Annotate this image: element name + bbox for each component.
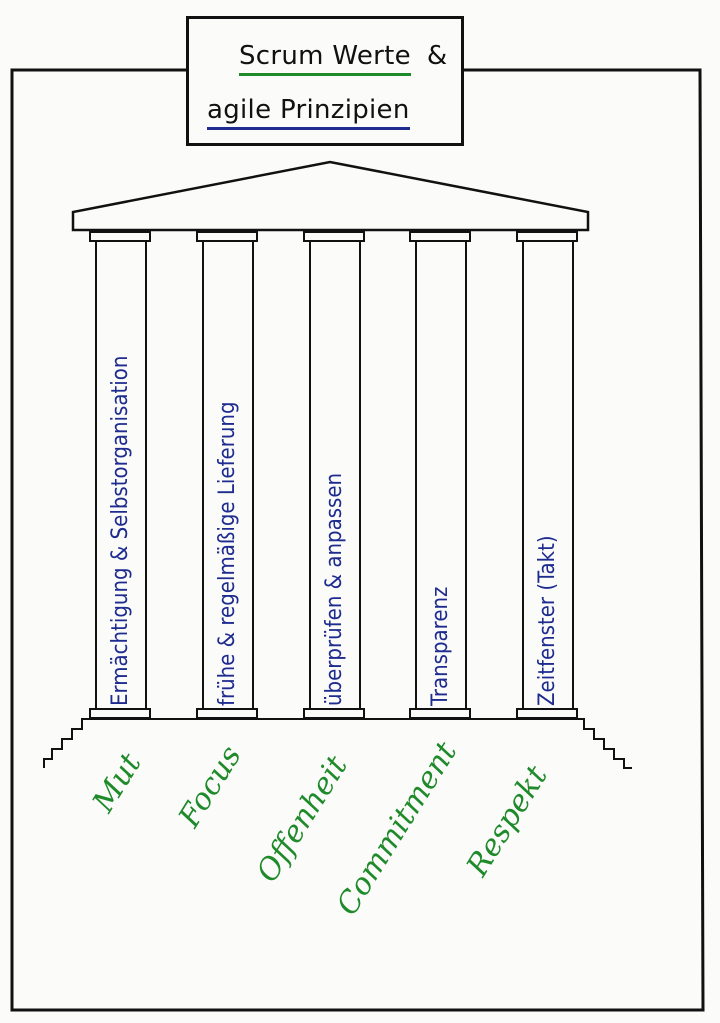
title-line-1: Scrum Werte& [239, 41, 448, 76]
principle-empowerment: Ermächtigung & Selbstorganisation [108, 355, 133, 706]
column-1 [89, 231, 151, 719]
principle-inspect-adapt: überprüfen & anpassen [322, 472, 347, 706]
title-agile-prinzipien: agile Prinzipien [207, 95, 410, 130]
left-stairs [43, 718, 90, 768]
right-stairs [577, 718, 632, 769]
column-4 [409, 231, 471, 719]
title-box: Scrum Werte& agile Prinzipien [186, 16, 464, 146]
column-3 [303, 231, 365, 719]
title-line-2: agile Prinzipien [207, 95, 410, 130]
outer-frame [10, 68, 705, 1012]
principle-transparency: Transparenz [428, 586, 453, 706]
column-2 [196, 231, 258, 719]
title-scrum-werte: Scrum Werte [239, 41, 411, 76]
principle-delivery: frühe & regelmäßige Lieferung [215, 401, 240, 706]
title-ampersand: & [426, 41, 448, 71]
temple-roof [71, 160, 590, 232]
column-5 [516, 231, 578, 719]
principle-timebox: Zeitfenster (Takt) [535, 535, 560, 706]
